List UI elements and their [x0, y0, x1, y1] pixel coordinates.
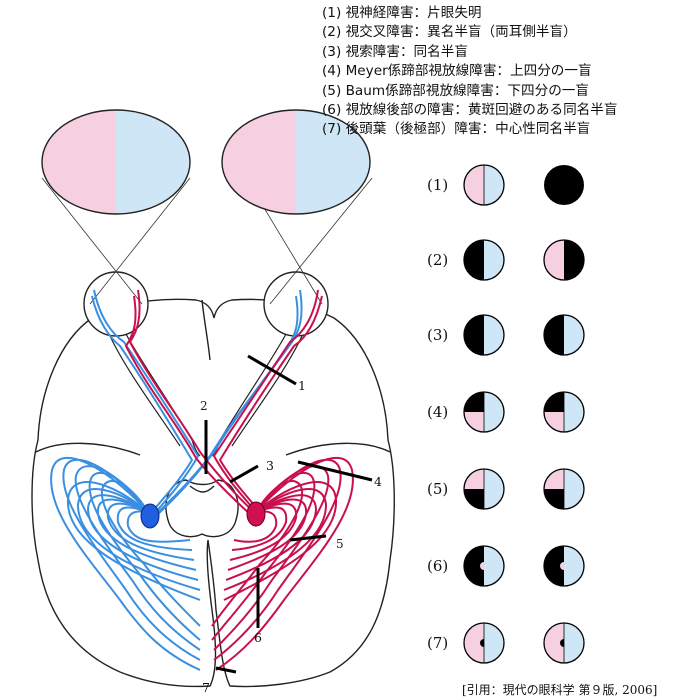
lesion-5-mark [289, 534, 327, 542]
field-row-3-right [543, 314, 585, 356]
legend-item-3: (3) 視索障害：同名半盲 [322, 43, 468, 60]
lesion-numbers: 1 2 3 4 5 6 7 [200, 378, 382, 695]
row-label-5: (5) [427, 480, 448, 498]
field-row-6-right [543, 545, 585, 587]
field-row-5-right [543, 468, 585, 510]
lesion-1-mark [247, 354, 297, 386]
left-optic-radiation [50, 456, 201, 671]
legend-item-4: (4) Meyer係蹄部視放線障害：上四分の一盲 [322, 63, 592, 80]
legend-item-1: (1) 視神経障害：片眼失明 [322, 5, 482, 21]
row-label-1: (1) [427, 176, 448, 194]
row-label-7: (7) [427, 634, 448, 652]
legend-item-5: (5) Baum係蹄部視放線障害：下四分の一盲 [322, 82, 589, 99]
legend: (1) 視神経障害：片眼失明 (2) 視交叉障害：異名半盲（両耳側半盲） (3)… [322, 4, 698, 140]
legend-item-2: (2) 視交叉障害：異名半盲（両耳側半盲） [322, 24, 577, 41]
row-label-6: (6) [427, 557, 448, 575]
row-label-3: (3) [427, 326, 448, 344]
field-row-2-left [463, 239, 505, 281]
field-row-4-left [463, 391, 505, 433]
field-row-1-right [544, 165, 584, 205]
visual-field-defects-panel: (1) (2) (3) (4) (5) (6) (7) [427, 164, 585, 664]
lesion-number-2: 2 [200, 399, 208, 413]
lesion-7-mark [215, 666, 237, 674]
lesion-number-6: 6 [254, 630, 262, 645]
lesion-4-mark [297, 460, 373, 482]
lesion-number-5: 5 [336, 537, 344, 551]
left-lateral-geniculate-body [140, 503, 160, 529]
field-row-5-left [463, 468, 505, 510]
brain-outline [31, 298, 395, 688]
lesion-marks [204, 354, 373, 674]
lesion-number-4: 4 [374, 474, 382, 489]
red-fibers [124, 289, 323, 517]
citation: [引用：現代の眼科学 第９版, 2006] [462, 682, 657, 697]
lesion-number-3: 3 [266, 458, 274, 473]
field-row-7-right [543, 622, 585, 664]
field-row-7-left [463, 622, 505, 664]
field-row-6-left [463, 545, 505, 587]
field-row-4-right [543, 391, 585, 433]
lesion-number-7: 7 [202, 680, 210, 695]
visual-field-projection-lines [41, 177, 373, 305]
legend-item-7: (7) 後頭葉（後極部）障害：中心性同名半盲 [322, 121, 591, 138]
field-row-2-right [543, 239, 585, 281]
field-row-1-left [463, 164, 505, 206]
lesion-number-1: 1 [298, 378, 306, 393]
lesion-3-mark [229, 464, 259, 484]
blue-fibers [91, 289, 303, 517]
left-eye-visual-field [41, 109, 191, 215]
row-label-4: (4) [427, 403, 448, 421]
field-row-3-left [463, 314, 505, 356]
row-label-2: (2) [427, 251, 448, 269]
legend-item-6: (6) 視放線後部の障害：黄斑回避のある同名半盲 [322, 102, 618, 119]
right-lateral-geniculate-body [246, 501, 266, 527]
